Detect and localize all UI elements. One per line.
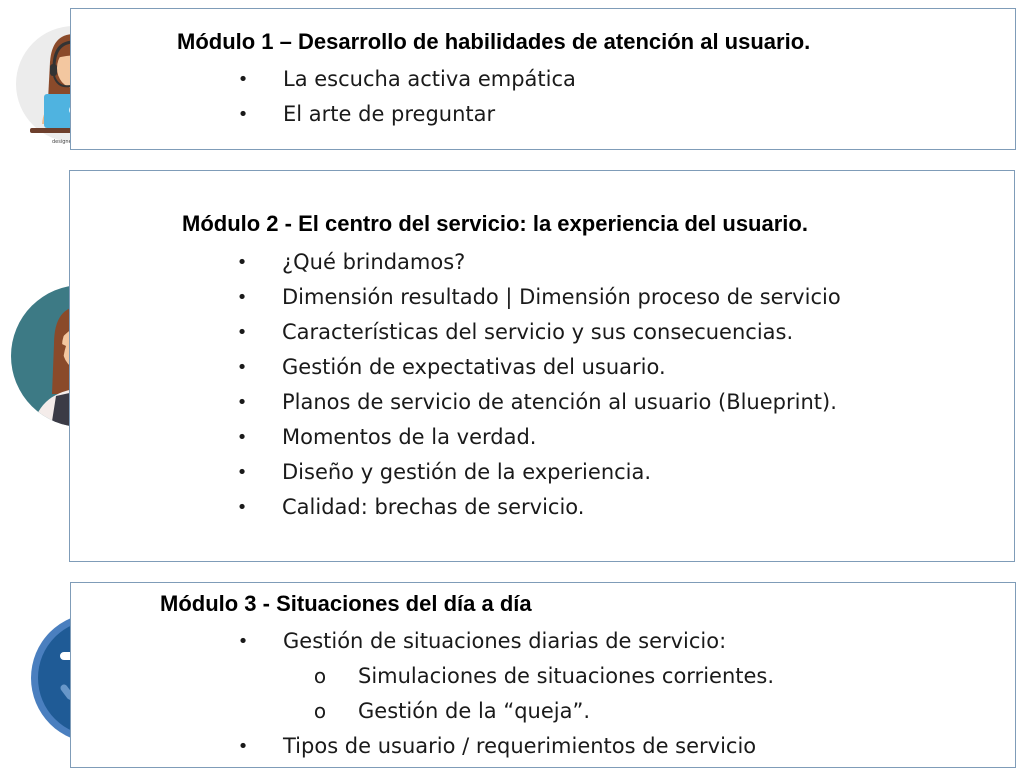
list-item: • Momentos de la verdad. [237, 420, 841, 455]
module-1-title: Módulo 1 – Desarrollo de habilidades de … [177, 29, 811, 54]
sub-list-item-text: Gestión de la “queja”. [358, 699, 591, 723]
list-item-text: Gestión de situaciones diarias de servic… [283, 629, 727, 653]
list-item: • Características del servicio y sus cons… [237, 315, 841, 350]
bullet-marker: • [236, 462, 248, 483]
list-item: • Gestión de situaciones diarias de servi… [238, 624, 727, 659]
list-item-text: La escucha activa empática [283, 67, 576, 91]
module-3-box: Módulo 3 - Situaciones del día a día • Ge… [70, 582, 1016, 768]
sub-list-item: o Simulaciones de situaciones corrientes. [314, 659, 775, 694]
list-item-text: Planos de servicio de atención al usuari… [282, 390, 837, 414]
list-item-text: Momentos de la verdad. [282, 425, 537, 449]
module-3-bullets: • Gestión de situaciones diarias de servi… [238, 624, 727, 659]
bullet-marker: • [236, 357, 248, 378]
bullet-marker: • [236, 322, 248, 343]
list-item-text: El arte de preguntar [283, 102, 496, 126]
list-item: • Tipos de usuario / requerimientos de se… [238, 729, 757, 764]
bullet-marker: • [237, 69, 249, 90]
bullet-marker: • [237, 631, 249, 652]
list-item: • ¿Qué brindamos? [237, 245, 841, 280]
bullet-marker: • [236, 252, 248, 273]
list-item: • Diseño y gestión de la experiencia. [237, 455, 841, 490]
bullet-marker: • [236, 497, 248, 518]
list-item: • Planos de servicio de atención al usuar… [237, 385, 841, 420]
list-item: • Dimensión resultado | Dimensión proceso… [237, 280, 841, 315]
sub-bullet-marker: o [313, 699, 327, 723]
bullet-marker: • [237, 104, 249, 125]
bullet-marker: • [236, 287, 248, 308]
list-item: • El arte de preguntar [238, 97, 576, 132]
list-item: • La escucha activa empática [238, 62, 576, 97]
list-item-text: Gestión de expectativas del usuario. [282, 355, 666, 379]
bullet-marker: • [236, 427, 248, 448]
list-item-text: Características del servicio y sus conse… [282, 320, 794, 344]
module-2-title: Módulo 2 - El centro del servicio: la ex… [182, 211, 808, 236]
module-2-bullets: • ¿Qué brindamos? • Dimensión resultado | … [237, 245, 841, 525]
module-3-title: Módulo 3 - Situaciones del día a día [160, 591, 532, 616]
list-item-text: Dimensión resultado | Dimensión proceso … [282, 285, 841, 309]
sub-list-item: o Gestión de la “queja”. [314, 694, 774, 729]
module-3-sub-bullets: o Simulaciones de situaciones corrientes.… [314, 659, 775, 729]
list-item-text: Tipos de usuario / requerimientos de ser… [283, 734, 757, 758]
bullet-marker: • [236, 392, 248, 413]
list-item: • Gestión de expectativas del usuario. [237, 350, 841, 385]
bullet-marker: • [237, 736, 249, 757]
list-item-text: ¿Qué brindamos? [282, 250, 466, 274]
list-item-text: Calidad: brechas de servicio. [282, 495, 585, 519]
module-2-box: Módulo 2 - El centro del servicio: la ex… [69, 170, 1015, 562]
list-item: • Calidad: brechas de servicio. [237, 490, 841, 525]
sub-bullet-marker: o [313, 664, 327, 688]
module-1-bullets: • La escucha activa empática • El arte de … [238, 62, 576, 132]
sub-list-item-text: Simulaciones de situaciones corrientes. [358, 664, 775, 688]
module-3-bullets-continued: • Tipos de usuario / requerimientos de se… [238, 729, 757, 764]
list-item-text: Diseño y gestión de la experiencia. [282, 460, 652, 484]
module-1-box: Módulo 1 – Desarrollo de habilidades de … [70, 8, 1016, 150]
